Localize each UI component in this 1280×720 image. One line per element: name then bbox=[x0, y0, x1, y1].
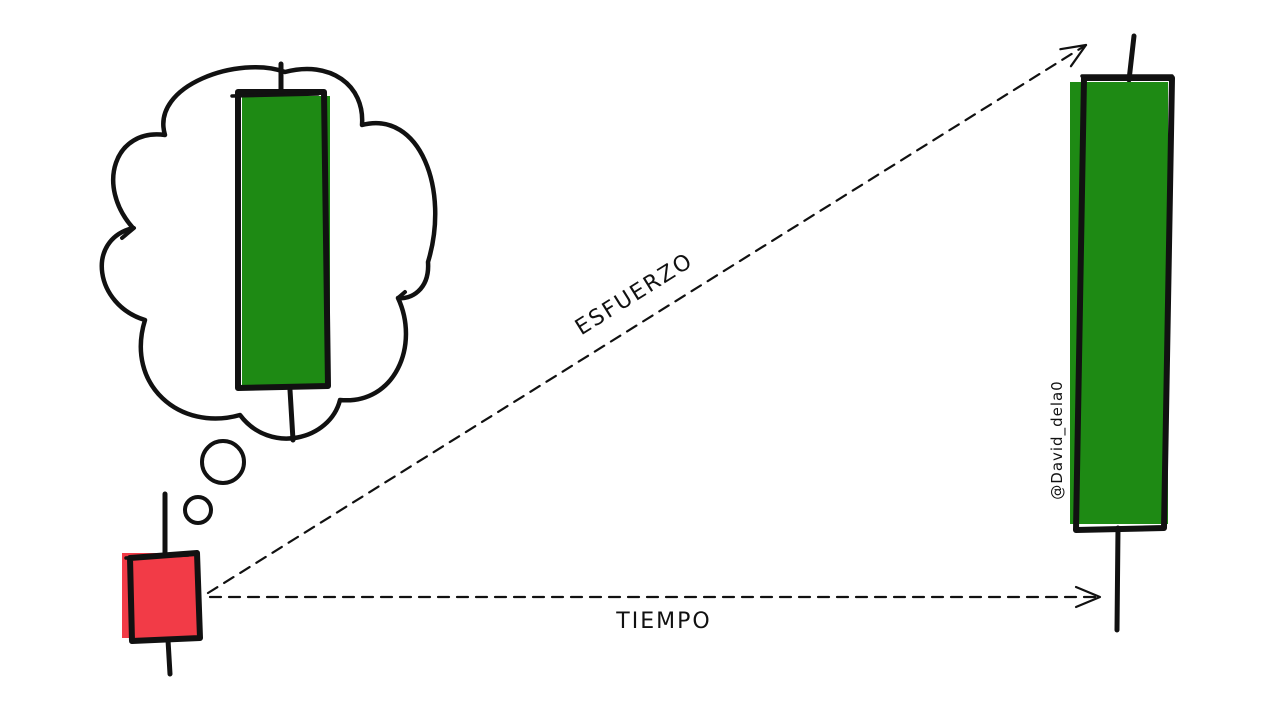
imagined-candle-outline bbox=[235, 89, 331, 391]
thought-cloud bbox=[99, 65, 438, 525]
target-bullish-candle bbox=[1070, 33, 1175, 633]
time-label: TIEMPO bbox=[615, 609, 711, 634]
imagined-bullish-candle bbox=[230, 61, 331, 443]
bearish-candle-body bbox=[122, 553, 198, 638]
bearish-candle-lower-wick bbox=[165, 637, 173, 677]
target-candle-upper-wick bbox=[1126, 33, 1137, 83]
effort-arrow bbox=[206, 43, 1088, 595]
current-bearish-candle bbox=[122, 491, 203, 677]
target-candle-outline bbox=[1073, 75, 1175, 533]
thought-bubble-small bbox=[183, 495, 213, 525]
target-candle-lower-wick bbox=[1114, 525, 1121, 633]
author-watermark: @David_dela0 bbox=[1048, 380, 1067, 499]
target-candle-body bbox=[1070, 82, 1168, 524]
imagined-candle-lower-wick bbox=[287, 387, 296, 443]
thought-bubble-large bbox=[200, 439, 246, 485]
imagined-candle-body bbox=[242, 96, 330, 388]
